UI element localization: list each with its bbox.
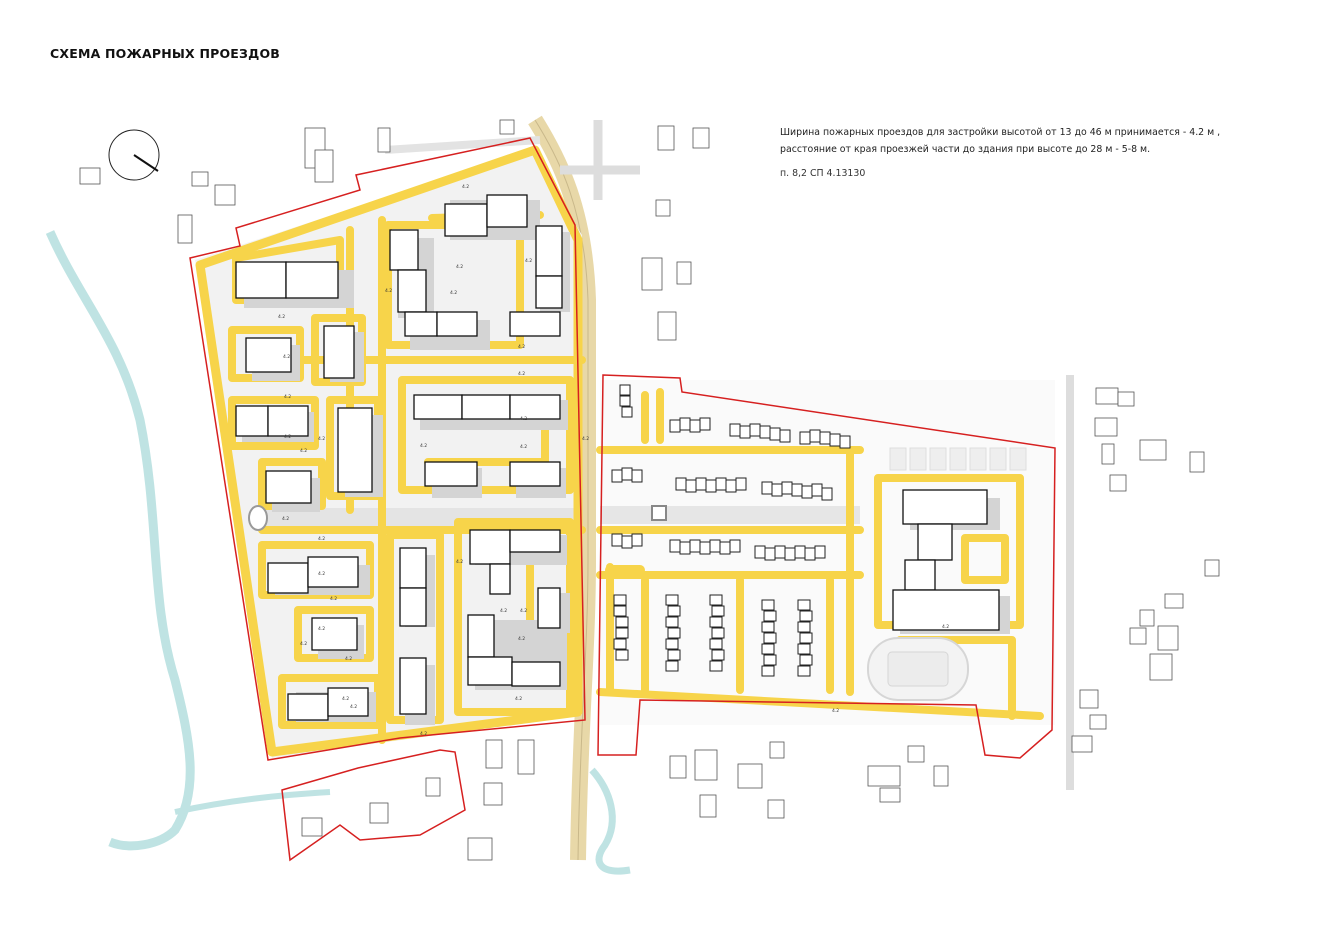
parking-grid [889, 447, 1027, 471]
dimension-label: 4.2 [456, 264, 463, 270]
dimension-label: 4.2 [278, 314, 285, 320]
dimension-label: 4.2 [520, 416, 527, 422]
dimension-label: 4.2 [518, 344, 525, 350]
sports-field [887, 651, 949, 687]
dimension-label: 4.2 [385, 288, 392, 294]
dimension-label: 4.2 [456, 559, 463, 565]
dimension-labels: 4.2 4.2 4.2 4.2 4.2 4.2 4.2 4.2 4.2 4.2 4.2 4.2 4.2 4… [278, 184, 949, 737]
page-title: СХЕМА ПОЖАРНЫХ ПРОЕЗДОВ [50, 46, 280, 61]
buildings-west [235, 194, 563, 721]
dimension-label: 4.2 [500, 608, 507, 614]
dimension-label: 4.2 [345, 656, 352, 662]
dimension-label: 4.2 [582, 436, 589, 442]
dimension-label: 4.2 [525, 258, 532, 264]
site-boundaries [189, 137, 1056, 862]
dimension-label: 4.2 [462, 184, 469, 190]
dimension-label: 4.2 [520, 444, 527, 450]
north-arrow-icon [108, 129, 160, 181]
dimension-label: 4.2 [520, 608, 527, 614]
east-boundary [597, 374, 1056, 759]
dimension-label: 4.2 [832, 708, 839, 714]
dimension-label: 4.2 [420, 443, 427, 449]
south-boundary [281, 749, 466, 862]
dimension-label: 4.2 [318, 536, 325, 542]
roundabout [248, 505, 268, 531]
dimension-label: 4.2 [282, 516, 289, 522]
norm-reference: п. 8,2 СП 4.13130 [780, 168, 866, 179]
dimension-label: 4.2 [420, 731, 427, 737]
dimension-label: 4.2 [350, 704, 357, 710]
school-building [892, 489, 1000, 631]
dimension-label: 4.2 [284, 394, 291, 400]
dimension-label: 4.2 [283, 354, 290, 360]
side-road-north [560, 120, 640, 200]
dimension-label: 4.2 [330, 596, 337, 602]
context-buildings [79, 119, 1220, 861]
dimension-label: 4.2 [318, 571, 325, 577]
note-line-2: расстояние от края проезжей части до зда… [780, 144, 1151, 155]
dimension-label: 4.2 [284, 434, 291, 440]
river-branch [174, 789, 331, 815]
dimension-label: 4.2 [518, 636, 525, 642]
note-line-1: Ширина пожарных проездов для застройки в… [780, 127, 1221, 138]
dimension-label: 4.2 [300, 641, 307, 647]
dimension-label: 4.2 [318, 626, 325, 632]
dimension-label: 4.2 [515, 696, 522, 702]
dimension-label: 4.2 [300, 448, 307, 454]
dimension-label: 4.2 [342, 696, 349, 702]
fire-lane-note: Ширина пожарных проездов для застройки в… [780, 124, 1220, 158]
dimension-label: 4.2 [318, 436, 325, 442]
dimension-label: 4.2 [450, 290, 457, 296]
square-marker [651, 505, 667, 521]
west-boundary [189, 137, 586, 761]
dimension-label: 4.2 [942, 624, 949, 630]
dimension-label: 4.2 [518, 371, 525, 377]
townhouses-east [611, 384, 851, 677]
river-east [589, 767, 631, 875]
east-boulevard [600, 506, 860, 524]
river [45, 230, 195, 851]
